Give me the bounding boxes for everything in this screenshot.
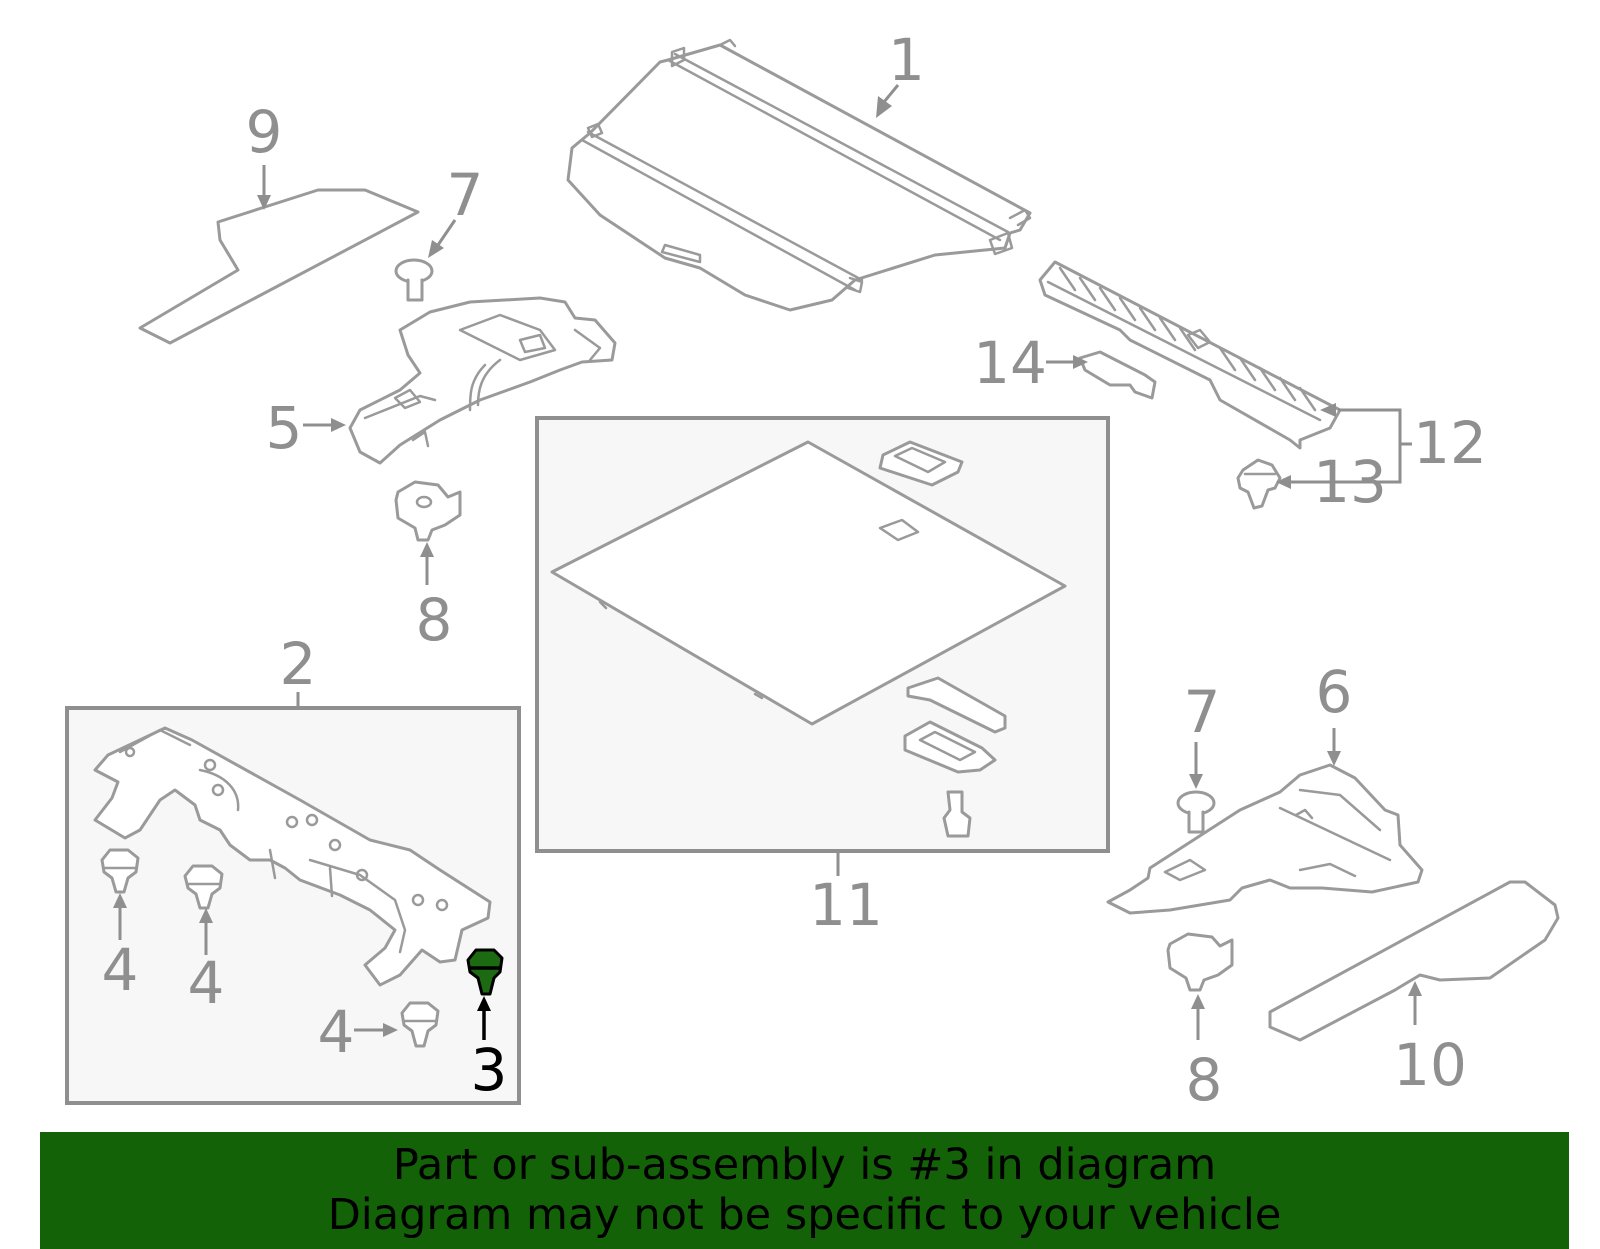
callout-4a: 4 xyxy=(102,893,139,1004)
callout-label-12: 12 xyxy=(1413,409,1487,477)
callout-9: 9 xyxy=(246,98,283,210)
box-2-crossmember-assembly xyxy=(65,706,521,1105)
callout-7a: 7 xyxy=(428,161,483,258)
part-11-floor-board[interactable] xyxy=(550,440,1067,726)
callout-label-2: 2 xyxy=(280,630,317,698)
callout-11: 11 xyxy=(809,852,883,939)
callout-label-13: 13 xyxy=(1313,448,1387,516)
part-5-side-bracket[interactable] xyxy=(348,296,617,465)
callout-label-4b: 4 xyxy=(188,949,225,1017)
callout-label-5: 5 xyxy=(266,394,303,462)
callout-label-14: 14 xyxy=(973,329,1047,397)
callout-14: 14 xyxy=(973,329,1088,397)
callout-1: 1 xyxy=(876,26,925,118)
part-3-highlighted-clip[interactable] xyxy=(466,948,504,996)
part-9-trim-panel[interactable] xyxy=(138,188,420,345)
part-8-bracket-upper[interactable] xyxy=(394,480,462,542)
part-4-clip-c[interactable] xyxy=(400,1001,440,1048)
banner-line-2: Diagram may not be specific to your vehi… xyxy=(327,1190,1282,1240)
part-13-clip[interactable] xyxy=(1236,458,1282,510)
callout-4b: 4 xyxy=(188,908,225,1017)
callout-label-6: 6 xyxy=(1316,658,1353,726)
callout-8b: 8 xyxy=(1186,994,1223,1114)
callout-label-3: 3 xyxy=(471,1036,508,1104)
part-10-trim-panel[interactable] xyxy=(1268,880,1560,1042)
callout-8a: 8 xyxy=(416,542,453,654)
part-4-clip-a[interactable] xyxy=(100,848,140,894)
callout-7b: 7 xyxy=(1184,678,1221,789)
callout-label-10: 10 xyxy=(1393,1031,1467,1099)
callout-label-1: 1 xyxy=(888,26,925,94)
part-4-clip-b[interactable] xyxy=(183,864,224,910)
callout-3: 3 xyxy=(471,996,508,1104)
callout-label-4a: 4 xyxy=(102,936,139,1004)
callout-5: 5 xyxy=(266,394,346,462)
callout-label-7a: 7 xyxy=(447,161,484,229)
part-6-side-bracket[interactable] xyxy=(1106,763,1424,915)
part-7-clip-lower[interactable] xyxy=(1176,790,1216,834)
callout-4c: 4 xyxy=(318,998,398,1066)
part-7-clip-upper[interactable] xyxy=(394,258,434,302)
callout-2: 2 xyxy=(280,630,317,708)
part-1-cargo-cover[interactable] xyxy=(566,38,1032,312)
part-8-bracket-lower[interactable] xyxy=(1166,932,1234,992)
callout-label-8b: 8 xyxy=(1186,1046,1223,1114)
callout-10: 10 xyxy=(1393,981,1467,1099)
callout-label-9: 9 xyxy=(246,98,283,166)
banner-line-1: Part or sub-assembly is #3 in diagram xyxy=(392,1140,1217,1190)
callout-6: 6 xyxy=(1316,658,1353,766)
callout-label-8a: 8 xyxy=(416,586,453,654)
box-11-floor-board-kit xyxy=(535,416,1110,853)
part-14-small-bracket[interactable] xyxy=(1078,350,1157,400)
info-banner: Part or sub-assembly is #3 in diagram Di… xyxy=(40,1132,1569,1249)
callout-12-13: 12 13 xyxy=(1276,403,1487,516)
part-12-sill-plate[interactable] xyxy=(1038,260,1342,450)
callout-label-7b: 7 xyxy=(1184,678,1221,746)
callout-label-4c: 4 xyxy=(318,998,355,1066)
callout-label-11: 11 xyxy=(809,871,883,939)
